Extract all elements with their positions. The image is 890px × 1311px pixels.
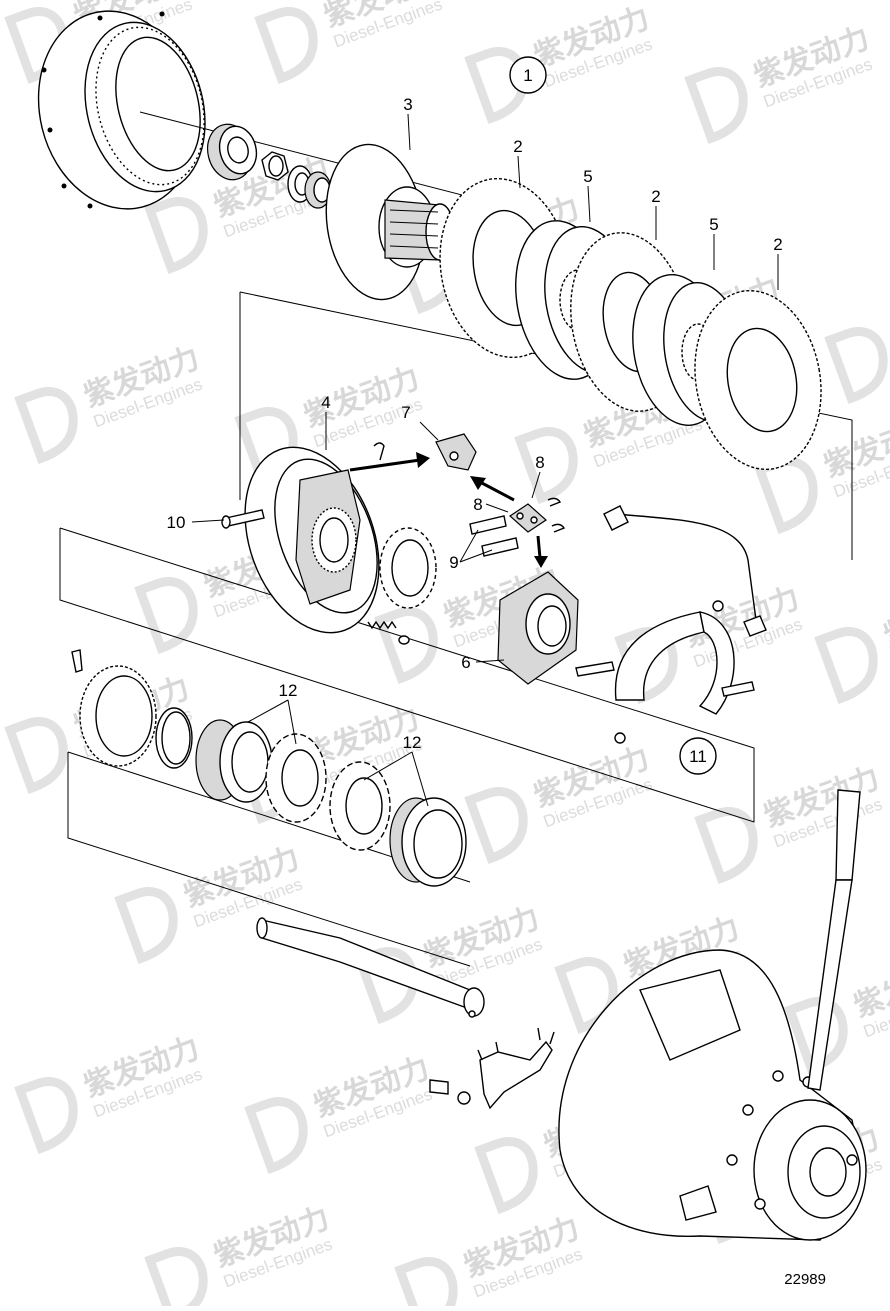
cotter-pin bbox=[374, 443, 384, 460]
callout-12-b: 12 bbox=[403, 733, 422, 752]
link-plate-8 bbox=[510, 498, 564, 532]
watermark-logo-icon bbox=[520, 424, 584, 498]
bolts-9 bbox=[470, 516, 518, 556]
callout-2-b: 2 bbox=[651, 187, 660, 206]
lever-7 bbox=[436, 434, 476, 470]
watermark-logo-icon bbox=[20, 384, 84, 458]
callout-2-a: 2 bbox=[513, 137, 522, 156]
watermark-brand-cn: 紫发动力 bbox=[850, 952, 890, 1024]
watermark-logo-icon bbox=[150, 194, 214, 268]
watermark-logo-icon bbox=[150, 1244, 214, 1306]
roller-bearing-a bbox=[266, 734, 326, 822]
bearing-cup-b bbox=[390, 798, 466, 886]
callout-11: 11 bbox=[680, 738, 716, 774]
svg-text:11: 11 bbox=[689, 747, 707, 766]
callout-10: 10 bbox=[167, 513, 186, 532]
watermark-logo-icon bbox=[120, 884, 184, 958]
callout-4: 4 bbox=[321, 393, 330, 412]
key bbox=[72, 650, 82, 672]
callout-5-b: 5 bbox=[709, 215, 718, 234]
callout-9: 9 bbox=[449, 553, 458, 572]
lock-ring bbox=[380, 528, 436, 608]
watermark-logo-icon bbox=[250, 1094, 314, 1168]
watermark-logo-icon bbox=[830, 324, 890, 398]
watermark-logo-icon bbox=[140, 574, 204, 648]
callout-7: 7 bbox=[401, 403, 410, 422]
watermark-logo-icon bbox=[480, 1134, 544, 1208]
callout-3: 3 bbox=[403, 95, 412, 114]
callout-8-a: 8 bbox=[535, 453, 544, 472]
ring-nut bbox=[80, 666, 156, 766]
watermark-logo-icon bbox=[400, 1254, 464, 1306]
callout-1: 1 bbox=[510, 57, 546, 93]
bearing-cup-a bbox=[196, 720, 272, 802]
gearbox-housing bbox=[559, 950, 866, 1240]
watermark-logo-icon bbox=[10, 714, 74, 788]
shift-fork bbox=[430, 1028, 554, 1108]
roller-bearing-b bbox=[330, 762, 390, 850]
callout-5-a: 5 bbox=[583, 167, 592, 186]
circlip bbox=[156, 708, 192, 768]
bearing bbox=[202, 120, 261, 185]
watermark-logo-icon bbox=[20, 1074, 84, 1148]
watermark-brand-cn: 紫发动力 bbox=[880, 582, 890, 654]
svg-text:1: 1 bbox=[523, 66, 532, 85]
nut bbox=[262, 152, 288, 180]
ring-gear-housing bbox=[18, 0, 222, 226]
watermark-logo-icon bbox=[690, 64, 754, 138]
drawing-number: 22989 bbox=[784, 1271, 826, 1288]
callout-12-a: 12 bbox=[279, 681, 298, 700]
callout-8-b: 8 bbox=[473, 495, 482, 514]
callout-2-c: 2 bbox=[773, 235, 782, 254]
watermark-logo-icon bbox=[260, 4, 324, 78]
callout-6: 6 bbox=[461, 653, 470, 672]
watermark-logo-icon bbox=[820, 624, 884, 698]
watermark-logo-icon bbox=[380, 604, 444, 678]
watermark-logo-icon bbox=[470, 784, 534, 858]
